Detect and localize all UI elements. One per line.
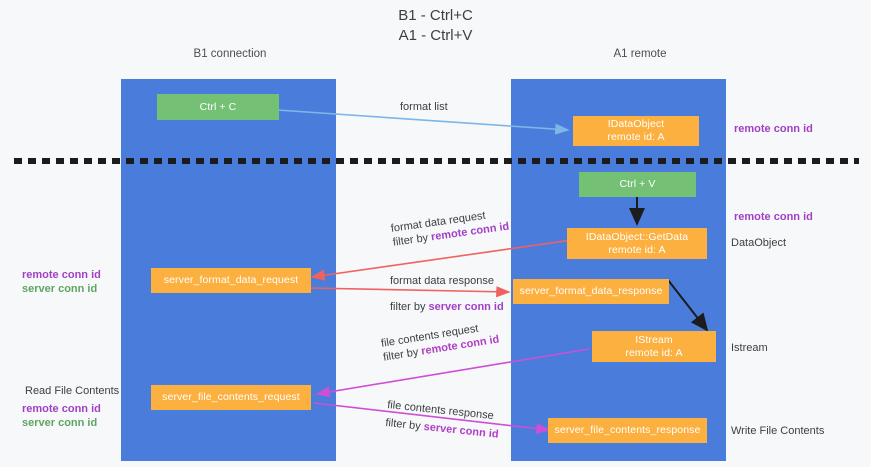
edge-label-format-data-request-filter-prefix: filter by [392,231,432,249]
node-istream[interactable]: IStream remote id: A [592,331,716,362]
node-idataobject[interactable]: IDataObject remote id: A [573,116,699,146]
node-server-file-contents-response[interactable]: server_file_contents_response [548,418,707,443]
node-server-format-data-response[interactable]: server_format_data_response [513,279,669,304]
side-label-read-file-contents: Read File Contents [25,385,120,397]
node-server-file-contents-request[interactable]: server_file_contents_request [151,385,311,410]
edge-label-format-data-response-filter-prefix: filter by [390,301,429,313]
column-header-a1: A1 remote [613,48,667,60]
side-label-left-server-conn-id-2: server conn id [22,417,98,429]
side-label-dataobject: DataObject [731,237,787,249]
node-ctrl-v[interactable]: Ctrl + V [579,172,696,197]
edge-label-format-data-request-group: format data request filter by remote con… [390,206,510,251]
edge-label-format-list: format list [400,101,448,113]
edge-label-format-data-response-filter-key: server conn id [428,301,504,313]
node-idataobject-getdata[interactable]: IDataObject::GetData remote id: A [567,228,707,259]
side-label-left-server-conn-id: server conn id [22,283,98,295]
node-server-format-data-request[interactable]: server_format_data_request [151,268,311,293]
side-label-remote-conn-id-middle: remote conn id [734,211,813,223]
edge-label-file-contents-request-group: file contents request filter by remote c… [380,319,500,366]
side-label-left-remote-conn-id-2: remote conn id [22,403,101,415]
edge-label-format-data-response-group: format data response filter by server co… [390,274,504,315]
side-label-istream: Istream [731,342,768,354]
column-header-b1: B1 connection [193,48,267,60]
section-divider [14,158,859,164]
side-label-remote-conn-id-top: remote conn id [734,123,813,135]
diagram-title: B1 - Ctrl+C A1 - Ctrl+V [398,7,473,44]
edge-label-file-contents-response-filter-prefix: filter by [384,416,425,433]
edge-label-file-contents-response-filter-key: server conn id [423,420,500,441]
side-label-left-remote-conn-id: remote conn id [22,269,101,281]
side-label-write-file-contents: Write File Contents [731,425,825,437]
edge-label-file-contents-response-group: file contents response filter by server … [385,398,502,443]
node-ctrl-c[interactable]: Ctrl + C [157,94,279,120]
edge-label-format-data-response: format data response [390,275,494,287]
